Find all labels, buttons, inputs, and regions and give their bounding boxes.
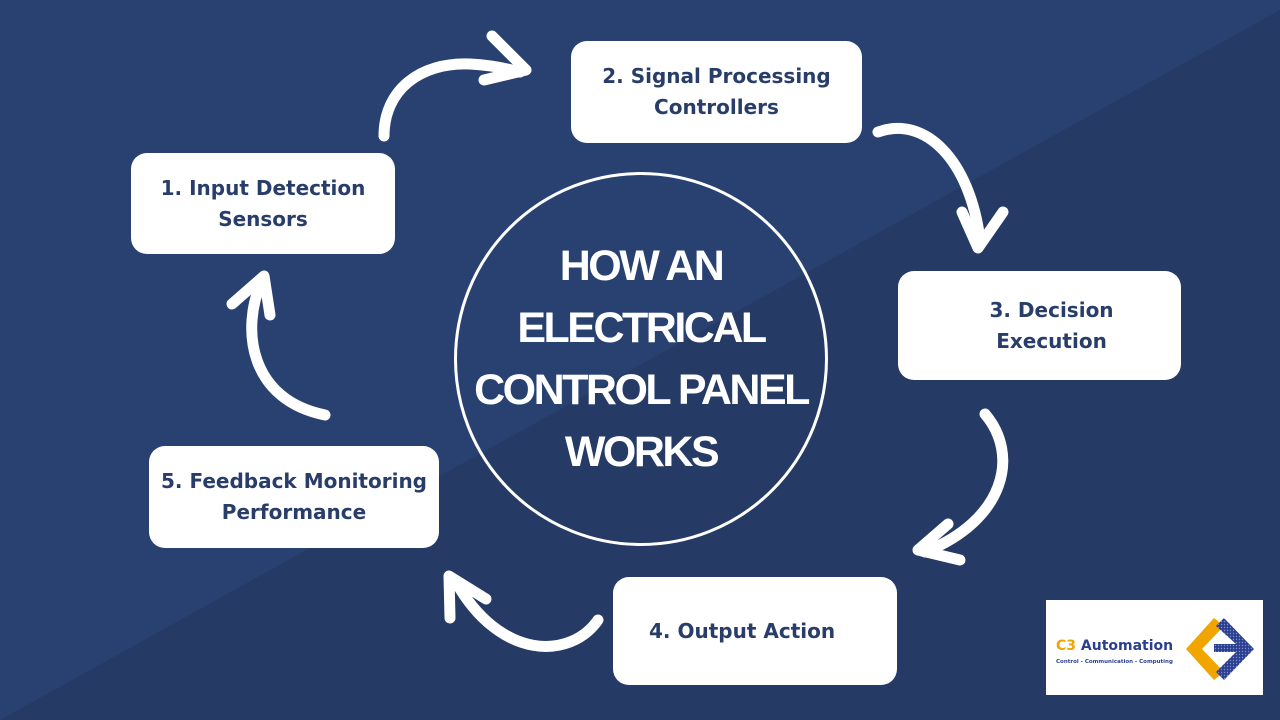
- step-label: 3. Decision: [989, 297, 1114, 322]
- step-label: 5. Feedback Monitoring: [160, 469, 427, 493]
- title-line: WORKS: [564, 428, 720, 476]
- c3-automation-logo: C3 Automation Control - Communication - …: [1046, 600, 1263, 695]
- step-label: Execution: [996, 328, 1107, 353]
- c3-chevron-logo-icon: [1186, 618, 1254, 680]
- title-line: ELECTRICAL: [517, 304, 767, 352]
- step-label: Controllers: [654, 95, 779, 119]
- step-box-signal-processing: 2. Signal Processing Controllers: [571, 41, 862, 143]
- logo-brand-prefix: C3: [1056, 638, 1077, 654]
- logo-tagline: Control - Communication - Computing: [1056, 659, 1173, 665]
- logo-brand-suffix: Automation: [1076, 638, 1174, 654]
- diagram-title-circle: HOW AN ELECTRICAL CONTROL PANEL WORKS: [454, 172, 828, 546]
- title-line: CONTROL PANEL: [474, 366, 810, 414]
- title-line: HOW AN: [559, 242, 725, 290]
- logo-brand-name: C3 Automation: [1056, 638, 1173, 654]
- step-label: Sensors: [218, 206, 308, 231]
- step-box-output-action: 4. Output Action: [613, 577, 897, 685]
- step-label: 1. Input Detection: [160, 175, 366, 200]
- step-box-input-detection: 1. Input Detection Sensors: [131, 153, 395, 254]
- step-label: 4. Output Action: [649, 618, 836, 643]
- step-label: 2. Signal Processing: [602, 64, 831, 88]
- step-label: Performance: [221, 500, 367, 524]
- step-box-feedback-monitoring: 5. Feedback Monitoring Performance: [149, 446, 439, 548]
- step-box-decision-execution: 3. Decision Execution: [898, 271, 1181, 380]
